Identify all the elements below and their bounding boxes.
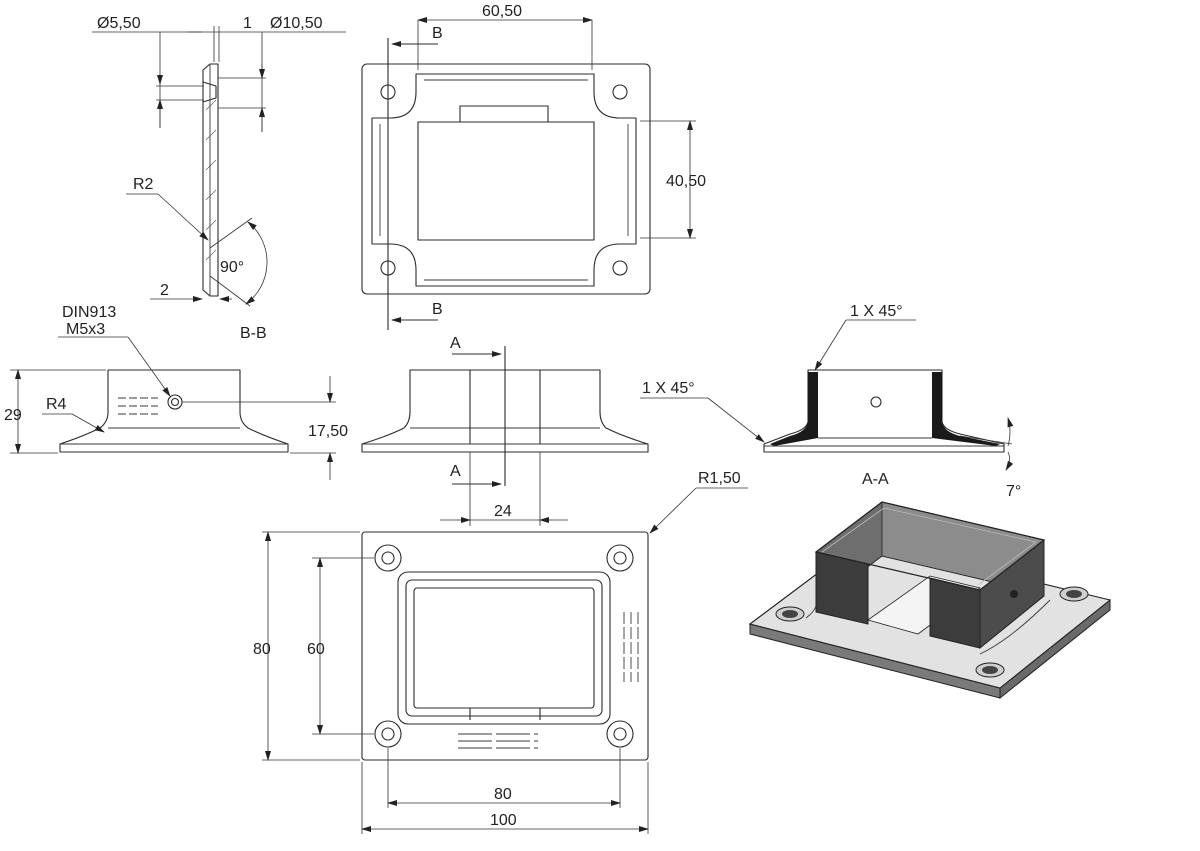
label-r4: R4: [46, 396, 67, 413]
plan-hole-tl-inner: [381, 551, 395, 565]
plan-view-hidden-horizontal: [458, 733, 538, 749]
plan-view-slot: [469, 708, 541, 720]
label-screw-size: M5x3: [66, 321, 105, 338]
iso-fillet-left: [805, 605, 817, 619]
angle-7-leg: [959, 435, 1013, 445]
plan-view-tube-outer: [405, 579, 603, 717]
dim-label-100: 100: [490, 812, 517, 829]
label-angle-7: 7°: [1006, 483, 1021, 500]
iso-hole-back-right-inner: [1066, 590, 1082, 598]
iso-fillet-right: [979, 599, 1051, 655]
section-a-a-cut-left: [770, 372, 818, 446]
dim-label-80h: 80: [494, 786, 512, 803]
dim-label-17: 17,50: [308, 423, 348, 440]
leader-chamfer-top: [814, 319, 847, 371]
plan-hole-tl-outer: [374, 544, 402, 572]
plan-view-plate: [361, 531, 649, 761]
section-a-a-outline: [763, 369, 1005, 453]
top-view-tube-outer: [371, 73, 637, 287]
iso-screw-hole: [1010, 590, 1018, 598]
top-view-plate: [361, 63, 651, 295]
set-screw-inner: [170, 397, 180, 407]
plan-hole-tr-inner: [613, 551, 627, 565]
top-view-slot: [418, 105, 549, 123]
dim-label-dia-large: Ø10,50: [270, 15, 323, 32]
middle-view-outline: [361, 369, 649, 453]
plan-view-tube-fillet: [397, 571, 611, 725]
dim-label-thick: 1: [243, 15, 252, 32]
section-label-b-top: B: [432, 25, 443, 42]
countersink-hole: [202, 81, 217, 103]
plan-hole-br-outer: [606, 720, 634, 748]
leader-screw: [127, 336, 171, 397]
angle-leg-lower: [209, 275, 251, 307]
top-view-hole-br: [612, 260, 628, 276]
section-b-b-outline: [202, 63, 219, 297]
section-label-a-top: A: [450, 335, 461, 352]
iso-hole-front-right-inner: [982, 666, 998, 674]
plan-hole-bl-outer: [374, 720, 402, 748]
dim-label-80v: 80: [253, 641, 271, 658]
plan-view-tube-inner: [413, 587, 595, 709]
front-view-outline: [59, 369, 289, 453]
label-r2: R2: [133, 176, 154, 193]
top-view-fillet-lines: [379, 79, 629, 281]
label-chamfer-bottom: 1 X 45°: [642, 380, 695, 397]
dim-label-40: 40,50: [666, 173, 706, 190]
leader-r4: [71, 413, 105, 433]
dim-label-29: 29: [4, 407, 22, 424]
label-angle-90: 90°: [220, 259, 244, 276]
top-view-tube-inner: [417, 121, 595, 241]
middle-view: A A 24: [361, 335, 649, 526]
section-a-a-cut-right: [932, 372, 1000, 446]
angle-7-arc-top: [1007, 417, 1014, 447]
section-a-a-view: 1 X 45° 1 X 45° 7° A-A: [640, 303, 1021, 500]
leader-r2: [157, 193, 209, 241]
section-label-a-bottom: A: [450, 463, 461, 480]
leader-chamfer-bottom: [707, 397, 765, 443]
plan-view-hidden-vertical: [623, 612, 639, 682]
plan-view-holes: [374, 544, 634, 748]
dim-label-24: 24: [494, 503, 512, 520]
section-b-b-hatch: [205, 99, 217, 261]
middle-view-slot: [469, 370, 541, 444]
isometric-view: [748, 501, 1112, 700]
leader-r150: [649, 487, 697, 534]
section-a-a-screw-hole: [870, 396, 882, 408]
top-view: 60,50 40,50 B B: [361, 3, 706, 330]
front-view-hidden-lines: [118, 397, 158, 415]
plan-hole-tr-outer: [606, 544, 634, 572]
dim-label-60v: 60: [307, 641, 325, 658]
dim-label-plate: 2: [160, 282, 169, 299]
top-view-hole-tr: [612, 84, 628, 100]
caption-section-b-b: B-B: [240, 325, 267, 342]
angle-7-arc-bottom: [1005, 451, 1014, 471]
dim-label-dia-small: Ø5,50: [97, 15, 141, 32]
angle-leg-upper: [209, 217, 253, 249]
iso-tube-rim: [814, 501, 1046, 591]
plan-hole-br-inner: [613, 727, 627, 741]
iso-hole-front-left-inner: [782, 610, 798, 618]
label-chamfer-top: 1 X 45°: [850, 303, 903, 320]
plan-hole-bl-inner: [381, 727, 395, 741]
section-b-b-view: Ø5,50 1 Ø10,50 R2 90° 2 B-B: [92, 15, 346, 342]
set-screw-hole: [167, 394, 183, 410]
front-view: DIN913 M5x3 R4 29 17,50: [4, 304, 348, 480]
angle-arc-90: [245, 221, 268, 305]
dim-label-60: 60,50: [482, 3, 522, 20]
label-screw-din: DIN913: [62, 304, 116, 321]
caption-section-a-a: A-A: [862, 471, 889, 488]
label-r150: R1,50: [698, 470, 741, 487]
plan-view: R1,50 80 60 80 100: [253, 470, 748, 834]
iso-tube-rim-highlight: [821, 507, 1037, 586]
section-label-b-bottom: B: [432, 301, 443, 318]
